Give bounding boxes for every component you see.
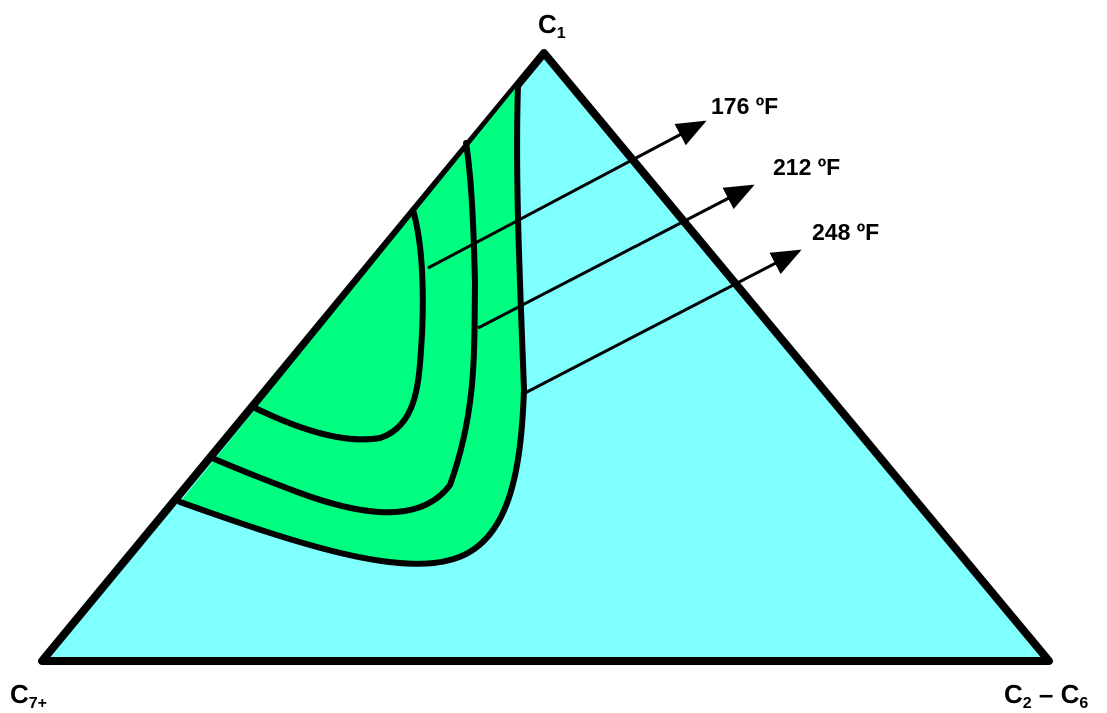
isotherm-arrows [427,120,802,395]
vertex-label-bottom-right-sub2: 6 [1079,695,1088,712]
vertex-label-bottom-left-sub: 7+ [29,695,47,712]
ternary-triangle [38,49,1053,665]
arrow-176 [427,120,707,270]
arrow-248 [524,249,802,395]
vertex-label-bottom-right-dash: – [1032,679,1061,709]
isotherm-label-176: 176 ºF [711,93,778,119]
vertex-label-bottom-right-main1: C [1004,679,1023,709]
vertex-label-top-main: C [538,9,557,39]
vertex-label-bottom-right-main2: C [1061,679,1080,709]
vertex-label-top: C1 [538,9,566,42]
isotherm-label-248: 248 ºF [812,219,879,245]
arrow-212 [477,184,755,330]
vertex-label-bottom-left-main: C [10,679,29,709]
vertex-label-bottom-right: C2 – C6 [1004,679,1088,712]
vertex-label-bottom-right-sub1: 2 [1023,695,1032,712]
vertex-label-top-sub: 1 [557,25,566,42]
isotherm-label-212: 212 ºF [773,154,840,180]
vertex-label-bottom-left: C7+ [10,679,47,712]
two-phase-region [180,85,524,564]
isotherm-curve-176 [252,207,426,443]
